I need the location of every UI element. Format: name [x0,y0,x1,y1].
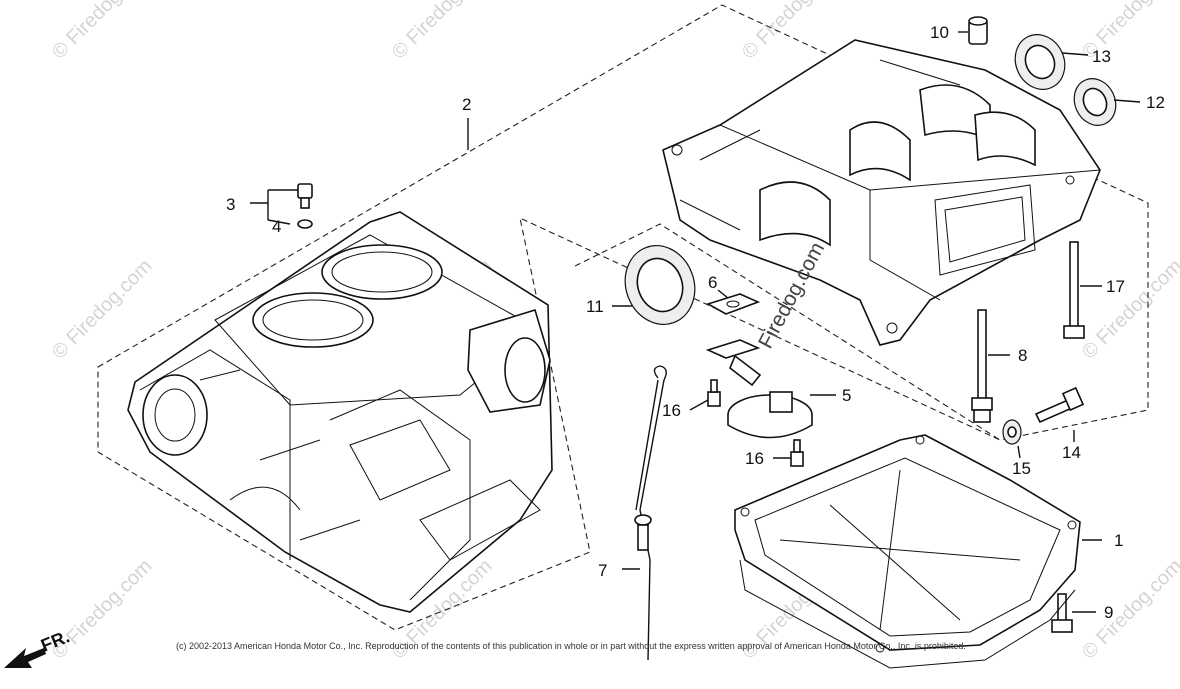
callout-3[interactable]: 3 [226,195,235,214]
callout-7[interactable]: 7 [598,561,607,580]
callout-17[interactable]: 17 [1106,277,1125,296]
callout-15[interactable]: 15 [1012,459,1031,478]
callout-16a[interactable]: 16 [662,401,681,420]
callout-1[interactable]: 1 [1114,531,1123,550]
watermark: © Firedog.com [738,0,847,64]
washer [297,219,313,229]
oil-strainer [705,339,813,439]
callout-10[interactable]: 10 [930,23,949,42]
bolt-16a [707,379,721,407]
callout-6[interactable]: 6 [708,273,717,292]
bolt-14 [1034,386,1085,424]
callout-11[interactable]: 11 [586,297,604,316]
callout-12[interactable]: 12 [1146,93,1165,112]
bolt-17 [1063,241,1085,339]
watermark: © Firedog.com [48,255,157,364]
watermark: © Firedog.com [1078,255,1180,364]
oil-seal [624,245,696,325]
oil-pan [734,434,1081,669]
bolt-9 [1051,593,1073,633]
callout-16b[interactable]: 16 [745,449,764,468]
leader-lines [250,31,1141,613]
callout-5[interactable]: 5 [842,386,851,405]
oil-seal-small [1073,78,1117,126]
watermark: © Firedog.com [1078,555,1180,664]
copyright-notice: (c) 2002-2013 American Honda Motor Co., … [176,641,966,651]
cylinder-bore [321,244,443,300]
arrow-icon [4,648,46,668]
callout-13[interactable]: 13 [1092,47,1111,66]
bolt-16b [790,439,804,467]
callout-8[interactable]: 8 [1018,346,1027,365]
oil-seal-large [1014,34,1066,90]
dipstick [634,365,667,661]
callout-14[interactable]: 14 [1062,443,1081,462]
assembly-box-2 [97,4,1149,631]
callout-9[interactable]: 9 [1104,603,1113,622]
dowel-pin [297,183,313,209]
callout-2[interactable]: 2 [462,95,471,114]
cylinder-block [127,211,553,613]
cylinder-bore [252,292,374,348]
gasket [705,293,761,315]
upper-crankcase [662,39,1101,346]
watermark: © Firedog.com [388,0,497,64]
bolt-8 [971,309,993,423]
subassembly-box [574,223,1001,441]
collar [968,16,988,45]
callout-4[interactable]: 4 [272,217,281,236]
watermark: © Firedog.com [48,0,157,64]
